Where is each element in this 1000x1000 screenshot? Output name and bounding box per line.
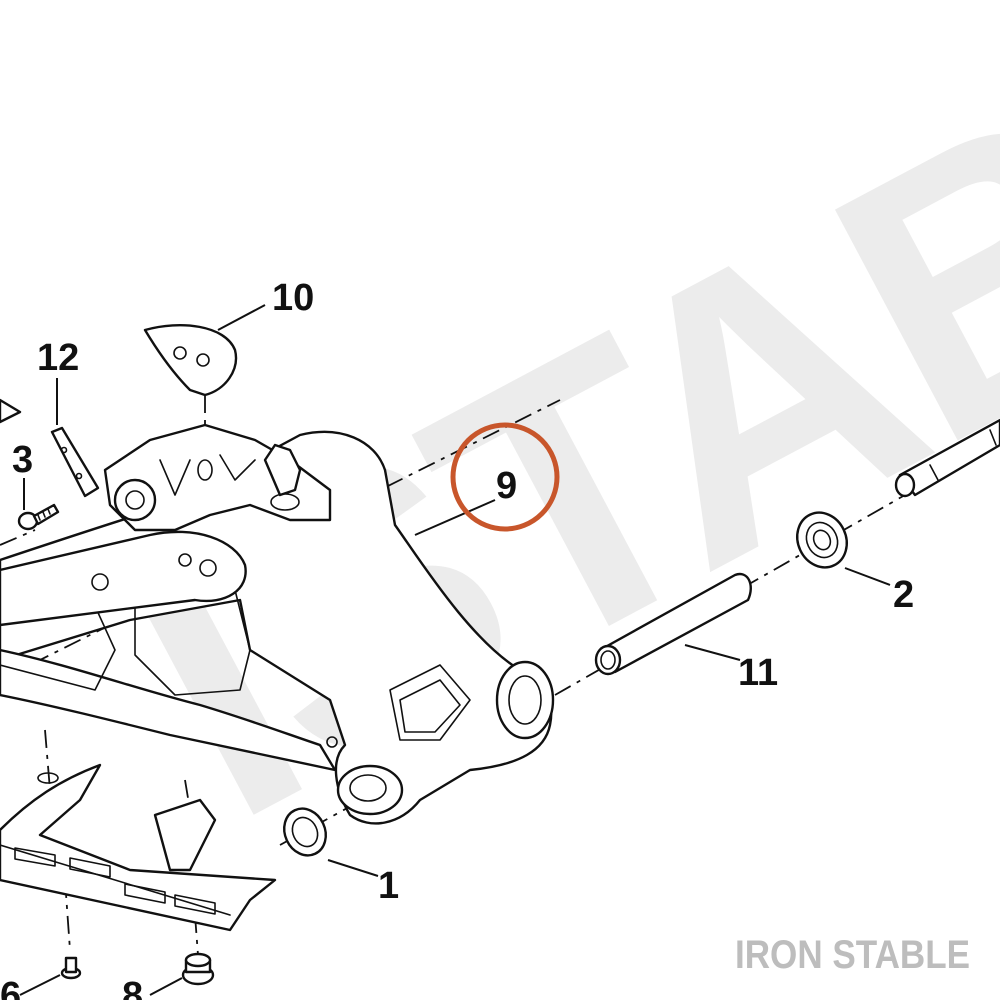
rear-pivot-boss bbox=[336, 764, 404, 816]
callout-leaders bbox=[19, 304, 891, 996]
chain-guide-rail bbox=[0, 844, 231, 916]
upper-mount-rib-2 bbox=[219, 454, 256, 481]
watermark-corner: IRON STABLE bbox=[735, 933, 970, 977]
linkage-hole-2 bbox=[178, 553, 192, 567]
rear-pivot-bore bbox=[349, 774, 387, 802]
chain-guide-fin bbox=[153, 798, 217, 872]
chain-guide-slot-2 bbox=[69, 857, 111, 878]
chain-guide bbox=[0, 763, 277, 932]
chain-guide-mount bbox=[37, 772, 59, 784]
upper-mount-eye bbox=[113, 478, 157, 522]
swingarm-rear-window bbox=[389, 664, 471, 741]
part-1-bearing bbox=[283, 807, 327, 857]
linkage-hole-1 bbox=[91, 573, 109, 591]
part-6-screw bbox=[60, 956, 82, 980]
upper-mount-tab-hole bbox=[270, 493, 300, 511]
part-3-bolt bbox=[17, 503, 60, 531]
callout-12: 12 bbox=[37, 337, 79, 379]
rear-axle-boss bbox=[495, 660, 555, 740]
upper-mount-slot bbox=[197, 459, 213, 481]
chain-guide-slot-4 bbox=[174, 894, 216, 915]
callout-2: 2 bbox=[893, 574, 914, 616]
linkage-arm bbox=[0, 530, 247, 627]
chain-guide-slot-1 bbox=[14, 847, 56, 867]
callout-10: 10 bbox=[272, 277, 314, 319]
upper-mount-rib-1 bbox=[159, 459, 191, 496]
chain-guide-slot-3 bbox=[124, 883, 166, 904]
small-hole bbox=[326, 736, 338, 748]
callout-9: 9 bbox=[496, 465, 517, 507]
swingarm-assembly bbox=[0, 423, 555, 932]
upper-mount-eye-bore bbox=[125, 490, 145, 510]
callout-11: 11 bbox=[738, 652, 778, 694]
axle-shaft bbox=[894, 418, 1000, 498]
rear-axle-bore bbox=[508, 675, 542, 725]
callout-3: 3 bbox=[12, 439, 33, 481]
callout-labels: 10 12 3 9 2 11 1 6 8 bbox=[0, 277, 914, 1000]
swingarm-rear-window-inner bbox=[399, 679, 461, 733]
part-10-guard-plate bbox=[143, 324, 238, 397]
swingarm-lower-frame bbox=[0, 648, 337, 772]
part-edge-bracket bbox=[0, 398, 22, 424]
linkage-hole-3 bbox=[199, 559, 217, 577]
highlight-ring bbox=[450, 422, 560, 532]
part-8-grommet bbox=[181, 952, 215, 986]
callout-8: 8 bbox=[122, 975, 143, 1000]
callout-6: 6 bbox=[0, 975, 21, 1000]
part-11-spacer-tube bbox=[594, 572, 752, 676]
part-12-plate bbox=[0, 398, 100, 498]
part-2-bearing bbox=[796, 511, 848, 569]
callout-1: 1 bbox=[378, 865, 399, 907]
